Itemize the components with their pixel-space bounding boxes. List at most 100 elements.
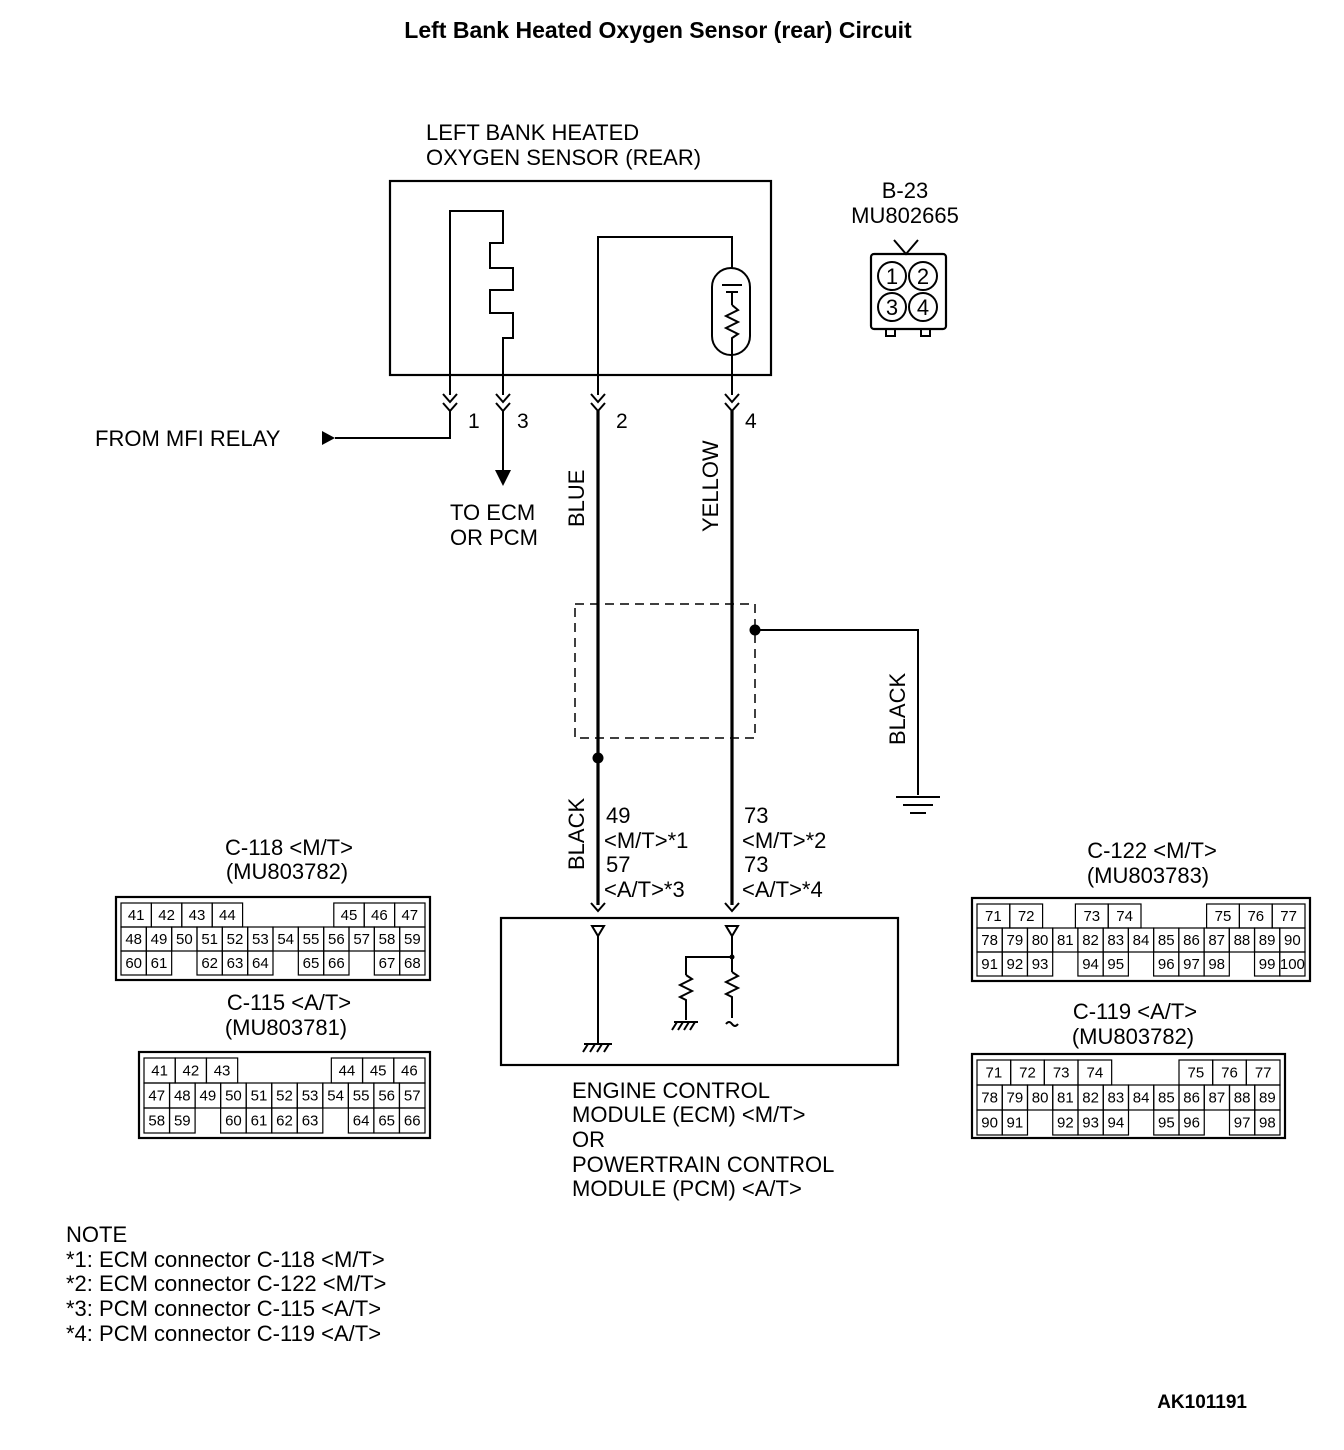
- c118-pin-label: 65: [303, 955, 320, 972]
- c115-pin-label: 45: [370, 1063, 387, 1080]
- ecm-terminal-at-4: <A/T>*4: [742, 877, 823, 902]
- c119-pin-label: 83: [1108, 1090, 1125, 1107]
- c122-pin-label: 98: [1208, 956, 1225, 973]
- ecm-input-marker-right: [724, 925, 740, 938]
- c118-pin-label: 41: [128, 907, 145, 924]
- module-label-line1: ENGINE CONTROL: [572, 1078, 770, 1103]
- c119-pin-label: 84: [1133, 1090, 1150, 1107]
- note-line-3: *3: PCM connector C-115 <A/T>: [66, 1296, 381, 1321]
- c122-cavity: [1026, 951, 1054, 977]
- c122-connector-body: [970, 896, 1312, 983]
- c119-pin-label: 90: [981, 1115, 998, 1132]
- c115-pin-label: 58: [148, 1113, 165, 1130]
- c115-cavity: [168, 1107, 196, 1134]
- c118-title: C-118 <M/T>: [225, 835, 353, 860]
- c118-connector-body: [114, 895, 432, 982]
- c118-pin-label: 50: [176, 931, 193, 948]
- mfi-relay-wire: [335, 411, 451, 439]
- c115-pin-label: 65: [378, 1113, 395, 1130]
- heater-element: [449, 210, 514, 395]
- c122-cavity: [1203, 951, 1230, 977]
- c115-pin-label: 49: [200, 1088, 217, 1105]
- ecm-terminal-57: 57: [606, 852, 630, 877]
- pin-number-3: 3: [517, 410, 529, 433]
- c118-cavity: [323, 950, 350, 976]
- c115-pin-label: 42: [182, 1063, 199, 1080]
- c119-cavity: [1001, 1109, 1029, 1136]
- c115-pin-label: 64: [353, 1113, 370, 1130]
- c119-connector-body: [970, 1052, 1287, 1140]
- c115-pin-label: 50: [225, 1088, 242, 1105]
- ecm-terminal-73-at: 73: [744, 852, 768, 877]
- b23-connector-part: MU802665: [851, 203, 959, 228]
- c115-connector-body: [137, 1050, 432, 1140]
- c119-pin-label: 74: [1086, 1065, 1103, 1082]
- c119-pin-label: 75: [1187, 1065, 1204, 1082]
- wire-color-black-left: BLACK: [564, 798, 589, 870]
- module-label-line3: OR: [572, 1127, 605, 1152]
- ecm-terminal-mt-2: <M/T>*2: [742, 828, 826, 853]
- c115-cavity: [398, 1107, 426, 1134]
- c115-pin-label: 41: [151, 1063, 168, 1080]
- c122-pin-label: 76: [1247, 908, 1264, 925]
- ecm-terminal-at-3: <A/T>*3: [604, 877, 685, 902]
- b23-pin-2: 2: [917, 264, 929, 289]
- to-ecm-label-line2: OR PCM: [450, 525, 538, 550]
- c119-pin-label: 93: [1082, 1115, 1099, 1132]
- c118-pin-label: 62: [201, 955, 218, 972]
- c115-pin-label: 55: [353, 1088, 370, 1105]
- c115-pin-label: 62: [276, 1113, 293, 1130]
- note-line-2: *2: ECM connector C-122 <M/T>: [66, 1271, 386, 1296]
- c118-cavity: [145, 950, 173, 976]
- diagram-title: Left Bank Heated Oxygen Sensor (rear) Ci…: [404, 17, 912, 43]
- c122-pin-label: 95: [1107, 956, 1124, 973]
- wire-color-yellow: YELLOW: [698, 440, 723, 532]
- ecm-internal-resistor-network: [671, 936, 741, 1031]
- sensor-label-line2: OXYGEN SENSOR (REAR): [426, 145, 701, 170]
- c122-pin-label: 83: [1107, 932, 1124, 949]
- c119-cavity: [1254, 1109, 1281, 1136]
- c119-pin-label: 76: [1221, 1065, 1238, 1082]
- c119-pin-label: 97: [1234, 1115, 1251, 1132]
- c122-cavity: [1102, 951, 1129, 977]
- c122-pin-label: 84: [1133, 932, 1150, 949]
- c122-pin-label: 100: [1280, 956, 1305, 973]
- c119-pin-label: 95: [1158, 1115, 1175, 1132]
- c122-pin-label: 93: [1032, 956, 1049, 973]
- pin-number-4: 4: [745, 410, 757, 433]
- c122-pin-label: 79: [1007, 932, 1024, 949]
- c115-pin-label: 63: [302, 1113, 319, 1130]
- sensor-box: [388, 179, 773, 377]
- c119-pin-label: 92: [1057, 1115, 1074, 1132]
- oxygen-sensor-cell-symbol: [711, 267, 751, 395]
- c115-pin-label: 48: [174, 1088, 191, 1105]
- c122-pin-label: 78: [981, 932, 998, 949]
- c115-pin-label: 60: [225, 1113, 242, 1130]
- c118-pin-label: 46: [371, 907, 388, 924]
- c118-cavity: [247, 950, 274, 976]
- ecm-chassis-ground-icon: [582, 1043, 612, 1053]
- b23-pin-1: 1: [886, 264, 898, 289]
- ecm-terminal-73-mt: 73: [744, 803, 768, 828]
- c122-pin-label: 89: [1259, 932, 1276, 949]
- c122-pin-label: 87: [1208, 932, 1225, 949]
- c119-pin-label: 85: [1158, 1090, 1175, 1107]
- c118-pin-label: 48: [125, 931, 142, 948]
- c118-pin-label: 47: [401, 907, 418, 924]
- c118-pin-label: 49: [151, 931, 168, 948]
- c122-pin-label: 82: [1082, 932, 1099, 949]
- pin-number-2: 2: [616, 410, 628, 433]
- c119-pin-label: 77: [1255, 1065, 1272, 1082]
- c115-pin-label: 46: [401, 1063, 418, 1080]
- c118-pin-label: 42: [158, 907, 175, 924]
- pin-number-1: 1: [468, 410, 480, 433]
- c115-pin-label: 52: [276, 1088, 293, 1105]
- splice-point-left: [592, 752, 604, 764]
- note-line-1: *1: ECM connector C-118 <M/T>: [66, 1247, 385, 1272]
- b23-pin-4: 4: [917, 295, 929, 320]
- c115-cavity: [296, 1107, 324, 1134]
- c118-pin-label: 66: [328, 955, 345, 972]
- c119-cavity: [1102, 1109, 1130, 1136]
- c119-part: (MU803782): [1072, 1024, 1194, 1049]
